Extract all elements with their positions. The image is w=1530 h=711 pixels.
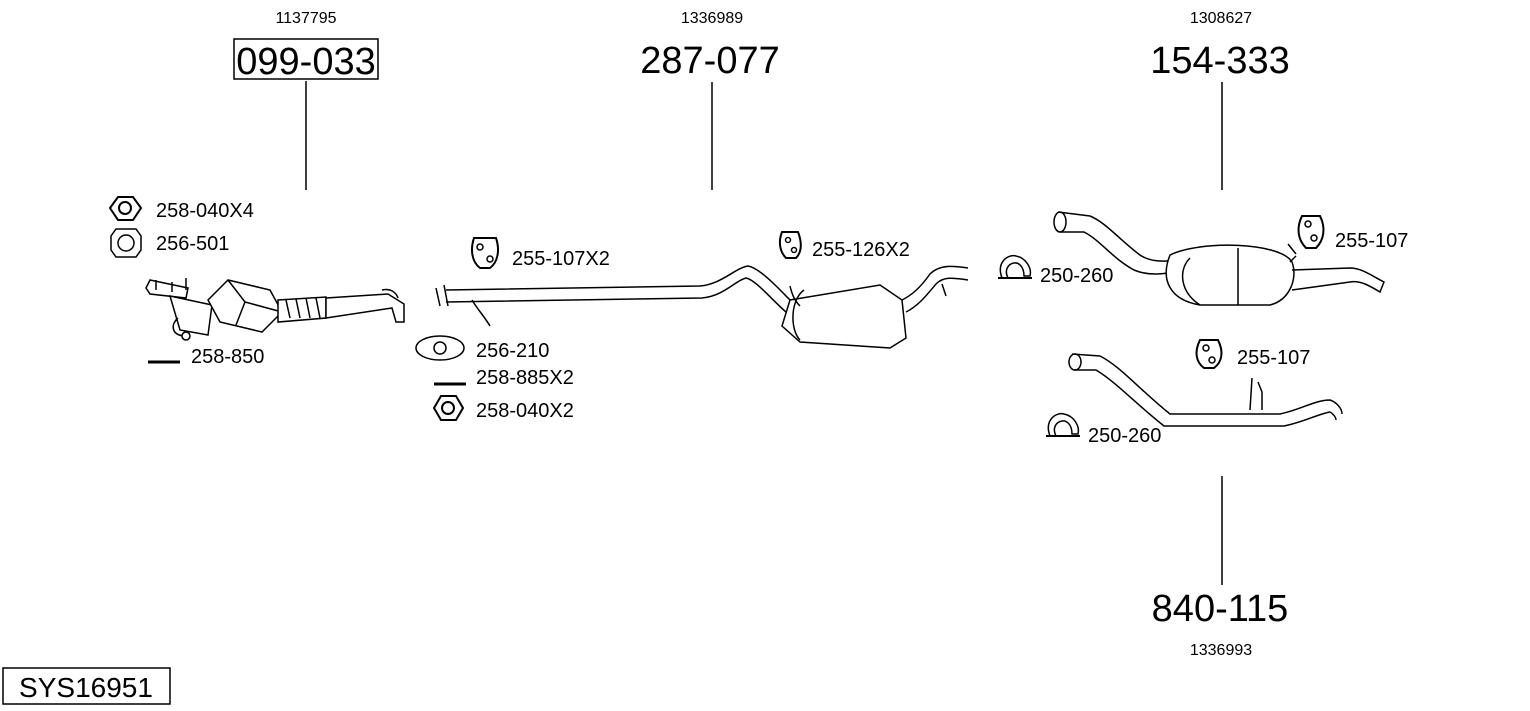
label-nut-front: 258-040X4 [156,200,254,222]
label-hanger-rear-upper: 255-107 [1335,230,1408,252]
label-clamp-rear-lower: 250-260 [1088,425,1161,447]
label-hanger-center: 255-126X2 [812,239,910,261]
oe-number-287-077: 1336989 [681,10,743,27]
part-number-287-077[interactable]: 287-077 [640,40,779,82]
label-bolt-front: 258-850 [191,346,264,368]
clamp-icon [1046,412,1080,437]
label-gasket-front: 256-501 [156,233,229,255]
rubber-hanger-icon [1195,339,1223,369]
part-number-099-033[interactable]: 099-033 [236,41,375,83]
gasket-icon [415,335,465,361]
oe-number-154-333: 1308627 [1190,10,1252,27]
part-number-840-115[interactable]: 840-115 [1152,588,1289,630]
rubber-hanger-icon [778,231,802,259]
tail-pipe-icon [1068,353,1343,427]
catalytic-converter-icon [145,278,405,341]
label-nut-mid: 258-040X2 [476,400,574,422]
rubber-hanger-icon [1297,215,1325,249]
label-hanger-mid: 255-107X2 [512,248,610,270]
rubber-hanger-icon [471,237,499,269]
label-hanger-rear-lower: 255-107 [1237,347,1310,369]
label-bolt-mid: 258-885X2 [476,367,574,389]
system-id: SYS16951 [19,672,153,703]
part-number-box [233,38,379,80]
oe-number-840-115: 1336993 [1190,642,1252,659]
nut-icon [108,196,143,221]
gasket-icon [110,228,142,258]
middle-pipe-icon [435,265,969,349]
clamp-icon [998,254,1032,279]
system-id-box [2,667,171,705]
label-gasket-mid: 256-210 [476,340,549,362]
nut-icon [432,395,465,421]
part-number-154-333[interactable]: 154-333 [1150,40,1289,82]
label-clamp-rear-upper: 250-260 [1040,265,1113,287]
oe-number-099-033: 1137795 [275,10,336,27]
rear-silencer-icon [1053,211,1385,306]
